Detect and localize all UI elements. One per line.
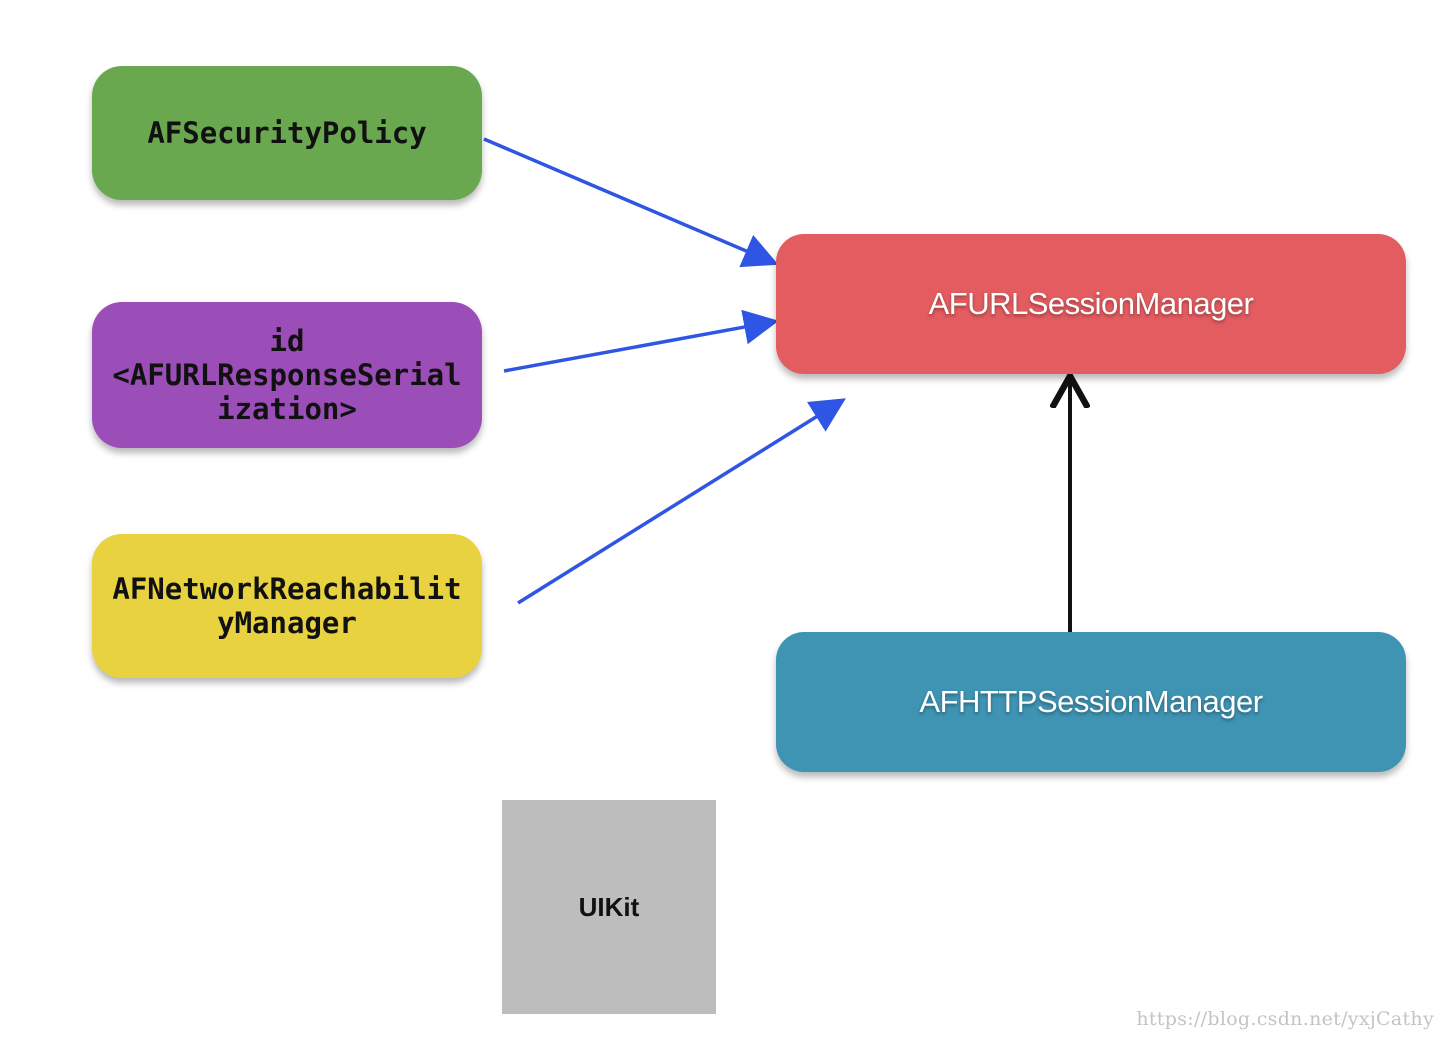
node-uikit: UIKit [502,800,716,1014]
node-label: AFHTTPSessionManager [919,684,1263,719]
node-af-security-policy: AFSecurityPolicy [92,66,482,200]
node-af-http-session-manager: AFHTTPSessionManager [776,632,1406,772]
node-label: UIKit [578,891,640,922]
edge-security-to-urlsession [483,137,779,268]
edge-reachability-to-urlsession [517,398,846,605]
node-label: id <AFURLResponseSerial ization> [112,324,462,426]
node-label: AFURLSessionManager [928,286,1254,321]
node-af-network-reachability-manager: AFNetworkReachabilit yManager [92,534,482,678]
node-label: AFSecurityPolicy [147,116,427,150]
node-af-url-response-serialization: id <AFURLResponseSerial ization> [92,302,482,448]
node-af-url-session-manager: AFURLSessionManager [776,234,1406,374]
edge-serialization-to-urlsession [503,309,779,373]
node-label: AFNetworkReachabilit yManager [112,572,462,640]
watermark: https://blog.csdn.net/yxjCathy [1136,1008,1434,1030]
